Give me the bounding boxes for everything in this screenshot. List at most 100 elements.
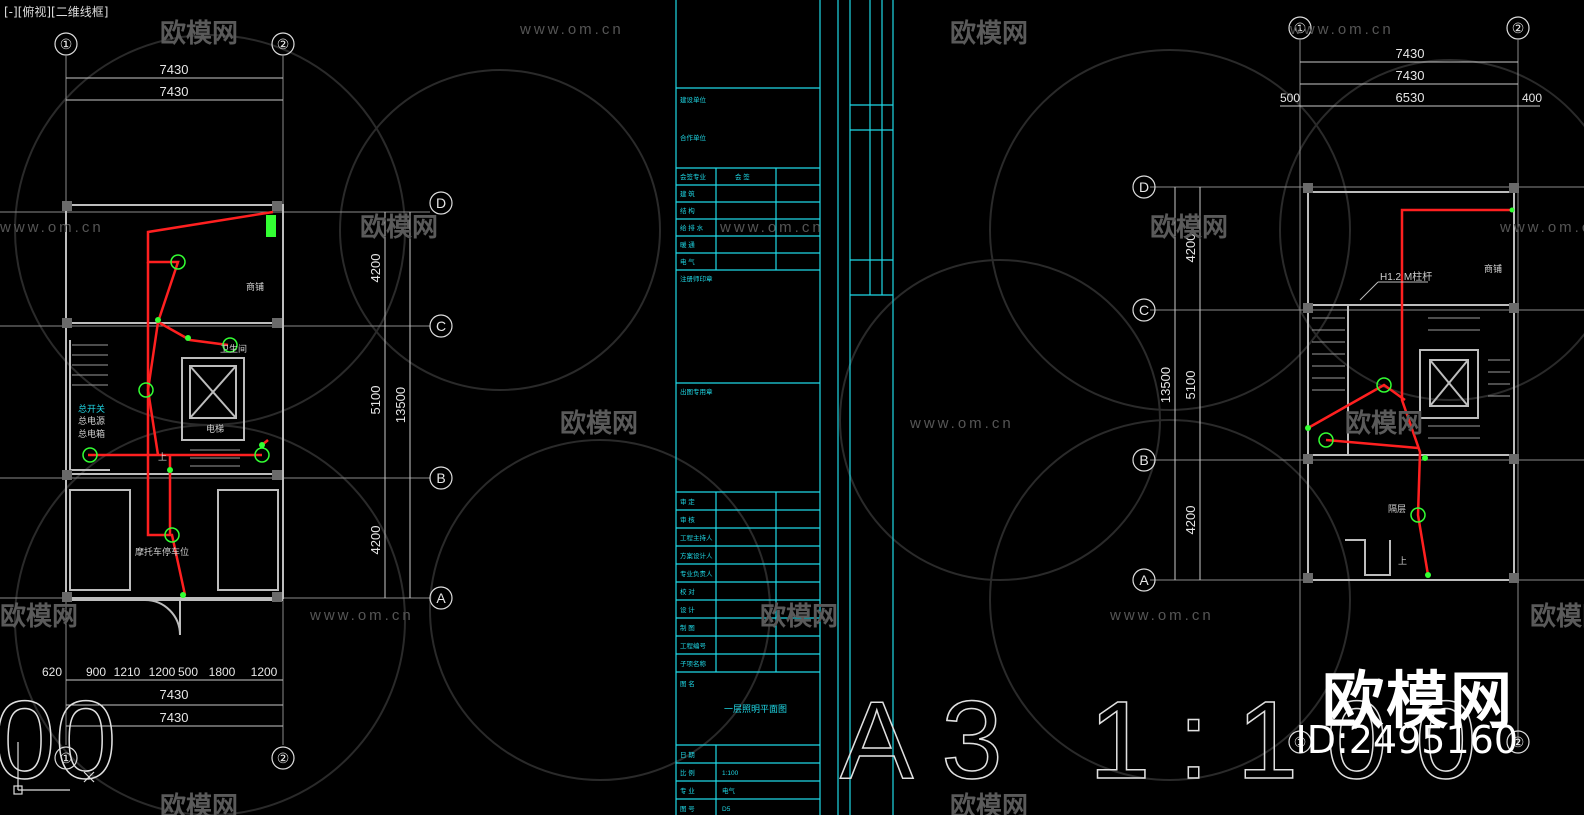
- axis-b-label: B: [436, 470, 445, 486]
- room-wc-label: 卫生间: [220, 343, 247, 354]
- room-switch-label: 总开关: [78, 403, 105, 414]
- ucs-icon: [13, 742, 95, 795]
- svg-text:www.om.cn: www.om.cn: [309, 607, 414, 624]
- title-block[interactable]: [675, 0, 894, 815]
- room-moto-label: 摩托车停车位: [135, 546, 189, 557]
- tb-b4-v: D5: [722, 806, 731, 813]
- top-dim-2: 7430: [160, 84, 189, 99]
- right-floor-plan[interactable]: ① ② ① ② D C B A 7430 7430 500 6530 400 4…: [1132, 16, 1584, 754]
- svg-text:www.om.cn: www.om.cn: [0, 219, 104, 236]
- room-elevator-label: 电梯: [206, 423, 224, 434]
- tb-p5: 专业负责人: [680, 569, 713, 578]
- right-dim-2: 5100: [368, 386, 383, 415]
- svg-text:欧模网: 欧模网: [560, 408, 638, 438]
- left-floor-plan[interactable]: ① ② ① ② D C B A 7430 7430 620 900 1210 1…: [0, 32, 453, 795]
- watermark-logos: 欧模网 欧模网 欧模网 欧模网 欧模网 欧模网 欧模网 欧模网 欧模网 欧模网 …: [0, 18, 1584, 815]
- room-box-label: 总电箱: [78, 428, 105, 439]
- tb-p6: 校 对: [680, 587, 695, 596]
- r-sub-dim-2: 6530: [1396, 90, 1425, 105]
- tb-p3: 工程主持人: [680, 533, 713, 542]
- tb-sign-head: 会签专业: [680, 172, 707, 181]
- r-sub-dim-3: 400: [1522, 91, 1542, 105]
- tb-drawing-name: 一层照明平面图: [724, 704, 787, 714]
- bottom-dim-5: 500: [178, 665, 198, 679]
- r-axis-1-bottom: ①: [1294, 734, 1307, 750]
- svg-text:www.om.cn: www.om.cn: [1109, 607, 1214, 624]
- svg-text:欧模网: 欧模网: [1345, 408, 1423, 438]
- axis-2-bottom-label: ②: [277, 750, 290, 766]
- tb-b3-k: 专 业: [680, 786, 695, 795]
- bottom-dim-7: 1200: [251, 665, 278, 679]
- paper-scale-text: A3 1:100: [840, 679, 1504, 802]
- right-dim-3: 4200: [368, 526, 383, 555]
- svg-text:www.om.cn: www.om.cn: [519, 21, 624, 38]
- r-axis-b: B: [1139, 452, 1148, 468]
- bottom-total-2: 7430: [160, 710, 189, 725]
- axis-c-label: C: [436, 318, 446, 334]
- viewport-controls-label[interactable]: [-][俯视][二维线框]: [4, 5, 109, 19]
- tb-p8: 制 图: [680, 623, 695, 632]
- tb-b1-k: 日 期: [680, 751, 695, 759]
- bottom-dim-4: 1200: [149, 665, 176, 679]
- tb-p4: 方案设计人: [680, 551, 713, 560]
- svg-text:www.om.cn: www.om.cn: [1499, 219, 1584, 236]
- tb-b4-k: 图 号: [680, 805, 695, 813]
- tb-partner: 合作单位: [680, 133, 707, 142]
- r-axis-c: C: [1139, 302, 1149, 318]
- watermark-circles: [14, 34, 1584, 815]
- watermark-urls: www.om.cn www.om.cn www.om.cn www.om.cn …: [0, 21, 1584, 624]
- svg-text:欧模网: 欧模网: [160, 791, 238, 815]
- r-axis-d: D: [1139, 179, 1149, 195]
- r-sub-dim-1: 500: [1280, 91, 1300, 105]
- r-left-dim-2: 5100: [1183, 371, 1198, 400]
- r-top-dim-2: 7430: [1396, 68, 1425, 83]
- room-shop-label: 商铺: [246, 281, 264, 292]
- partial-outline-text: 00: [0, 679, 116, 802]
- axis-2-label: ②: [277, 36, 290, 52]
- tb-p7: 设 计: [680, 605, 695, 614]
- r-axis-2-label: ②: [1512, 20, 1525, 36]
- tb-p10: 子项名称: [680, 659, 707, 668]
- top-dim-1: 7430: [160, 62, 189, 77]
- bottom-total-1: 7430: [160, 687, 189, 702]
- right-dim-1: 4200: [368, 254, 383, 283]
- axis-1-label: ①: [60, 36, 73, 52]
- room-up-label: 上: [158, 452, 167, 462]
- tb-sign-4: 暖 通: [680, 240, 695, 249]
- svg-text:www.om.cn: www.om.cn: [1289, 21, 1394, 38]
- r-note-mezz: 隔层: [1388, 504, 1406, 514]
- svg-text:欧模网: 欧模网: [1150, 212, 1228, 242]
- tb-sign-1: 建 筑: [680, 189, 695, 198]
- tb-client: 建设单位: [680, 95, 707, 104]
- room-power-label: 总电源: [78, 415, 105, 426]
- svg-text:欧模网: 欧模网: [1530, 601, 1584, 631]
- bottom-dim-6: 1800: [209, 665, 236, 679]
- bottom-dim-1: 620: [42, 665, 62, 679]
- total-dim: 13500: [393, 387, 408, 423]
- tb-note-2: 出图专用章: [680, 387, 713, 396]
- r-left-dim-1: 4200: [1183, 234, 1198, 263]
- r-note-pole: H1.2 M柱杆: [1380, 270, 1432, 283]
- svg-text:欧模网: 欧模网: [950, 791, 1028, 815]
- axis-a-label: A: [436, 590, 446, 606]
- tb-sign-3: 给 排 水: [680, 223, 704, 232]
- tb-p2: 审 核: [680, 515, 695, 524]
- tb-b3-v: 电气: [722, 786, 736, 795]
- bottom-dim-2: 900: [86, 665, 106, 679]
- axis-d-label: D: [436, 195, 446, 211]
- r-left-dim-3: 4200: [1183, 506, 1198, 535]
- watermark-id: ID:2495160: [1295, 718, 1518, 762]
- r-axis-1-label: ①: [1294, 20, 1307, 36]
- svg-text:欧模网: 欧模网: [0, 601, 78, 631]
- svg-text:欧模网: 欧模网: [760, 601, 838, 631]
- axis-1-bottom-label: ①: [60, 750, 73, 766]
- svg-text:欧模网: 欧模网: [950, 18, 1028, 48]
- bottom-dim-3: 1210: [114, 665, 141, 679]
- r-top-dim-1: 7430: [1396, 46, 1425, 61]
- r-total-dim: 13500: [1158, 367, 1173, 403]
- tb-b2-k: 比 例: [680, 768, 695, 777]
- r-note-shop: 商铺: [1484, 263, 1502, 274]
- svg-text:www.om.cn: www.om.cn: [719, 219, 824, 236]
- svg-text:欧模网: 欧模网: [160, 18, 238, 48]
